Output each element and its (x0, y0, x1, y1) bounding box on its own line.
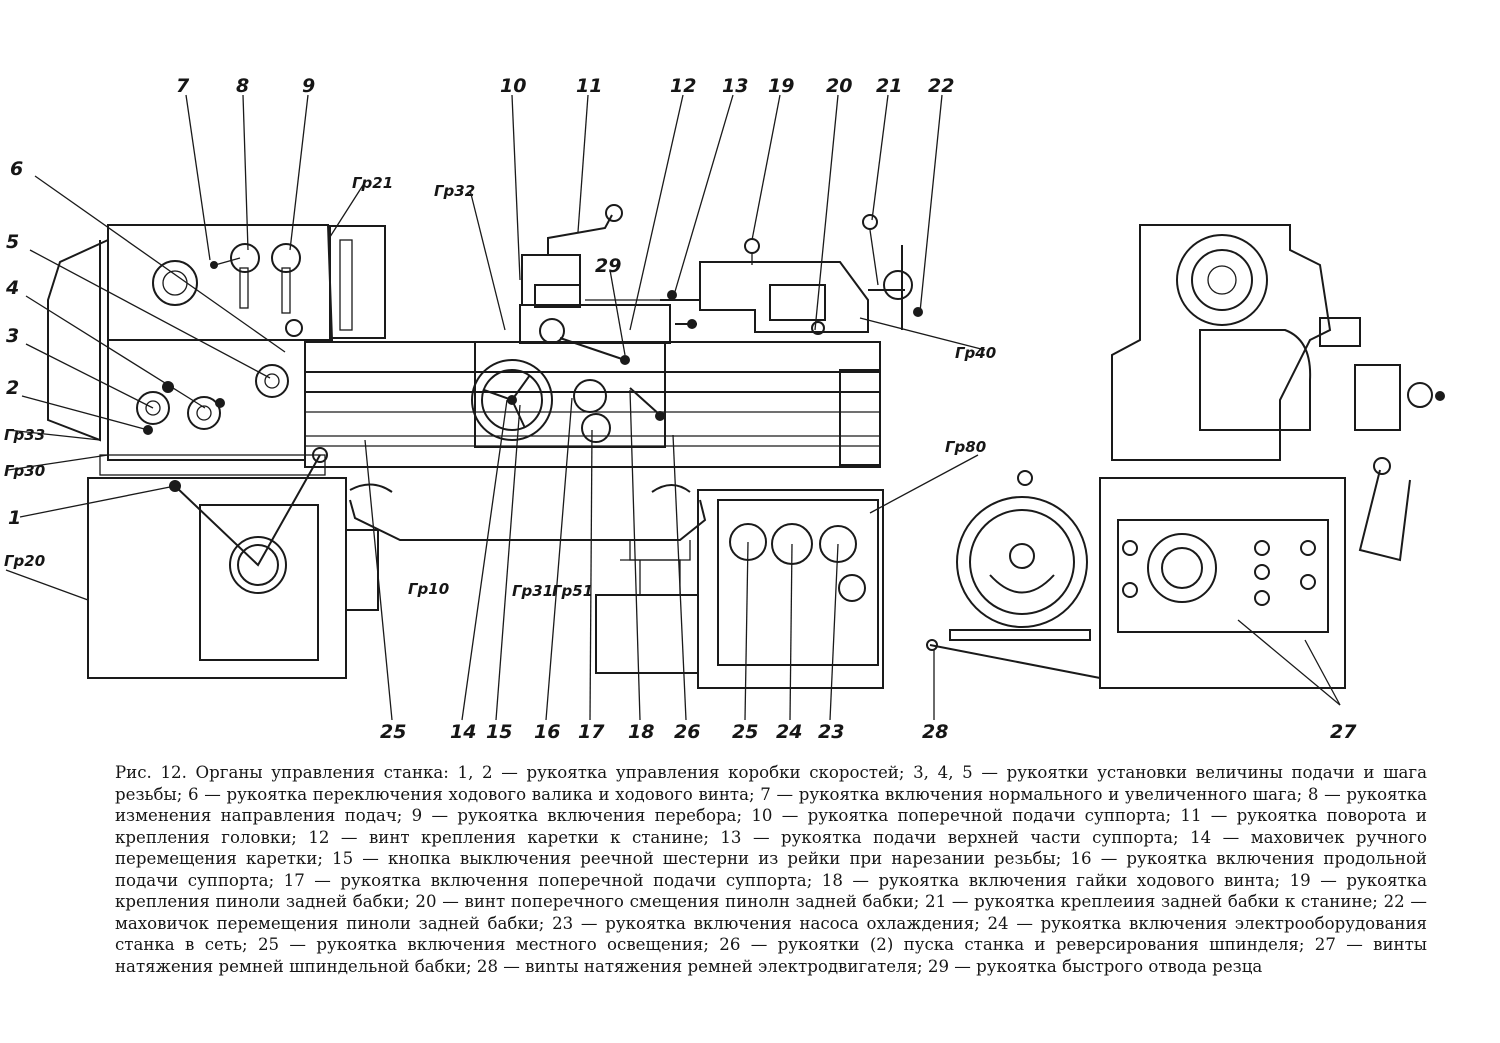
group-gr10: Гр10 (408, 580, 449, 598)
callout-9: 9 (302, 75, 315, 97)
callout-19: 19 (768, 75, 794, 97)
callout-28: 28 (922, 721, 948, 743)
callout-15: 15 (486, 721, 512, 743)
left-pedestal (87, 477, 347, 679)
callout-7: 7 (176, 75, 190, 97)
tailstock (699, 261, 869, 333)
callout-2: 2 (6, 377, 19, 399)
callout-27: 27 (1330, 721, 1357, 743)
callout-26: 26 (674, 721, 700, 743)
callout-12: 12 (670, 75, 696, 97)
group-gr20: Гр20 (4, 552, 45, 570)
callout-25-left: 25 (380, 721, 406, 743)
group-gr80: Гр80 (945, 438, 986, 456)
figure-caption: Рис. 12. Органы управления станка: 1, 2 … (115, 763, 1427, 976)
group-gr30: Гр30 (4, 462, 45, 480)
callout-17: 17 (578, 721, 605, 743)
callout-1: 1 (8, 507, 21, 529)
group-gr51: Гр51 (552, 582, 593, 600)
cross-slide (519, 304, 671, 344)
front-view (5, 94, 986, 721)
callout-18: 18 (628, 721, 654, 743)
carriage-handwheel (471, 359, 553, 441)
callout-22: 22 (928, 75, 954, 97)
speed-dial (229, 536, 287, 594)
group-gr21: Гр21 (352, 174, 393, 192)
chip-pan (349, 499, 707, 541)
pulley-guard (329, 225, 386, 339)
callout-14: 14 (450, 721, 476, 743)
callout-20: 20 (826, 75, 852, 97)
callout-21: 21 (876, 75, 902, 97)
callout-5: 5 (6, 231, 19, 253)
group-gr32: Гр32 (434, 182, 475, 200)
callout-labels: 7 8 9 10 11 12 13 19 20 21 22 6 5 4 3 2 … (5, 75, 1357, 743)
group-gr40: Гр40 (955, 344, 996, 362)
callout-11: 11 (576, 75, 602, 97)
leader-lines-front (5, 94, 986, 721)
headstock-body (107, 224, 334, 341)
callout-6: 6 (10, 158, 23, 180)
callout-8: 8 (236, 75, 249, 97)
callout-3: 3 (6, 325, 19, 347)
motor (956, 496, 1088, 628)
callout-4: 4 (5, 277, 19, 299)
callout-16: 16 (534, 721, 560, 743)
gear-cover-circle (152, 260, 198, 306)
toolpost (521, 254, 581, 306)
callout-25-right: 25 (732, 721, 758, 743)
tailstock-handwheel (883, 270, 913, 300)
side-headstock (1111, 224, 1332, 461)
group-gr33: Гр33 (4, 426, 45, 444)
group-gr31: Гр31 (512, 582, 553, 600)
side-pedestal (1099, 477, 1346, 689)
callout-23: 23 (818, 721, 844, 743)
side-view (926, 224, 1445, 720)
callout-10: 10 (500, 75, 526, 97)
callout-13: 13 (722, 75, 748, 97)
callout-24: 24 (776, 721, 802, 743)
lathe-controls-drawing: 7 8 9 10 11 12 13 19 20 21 22 6 5 4 3 2 … (4, 75, 1445, 743)
callout-29: 29 (595, 255, 621, 277)
group-labels: Гр21 Гр32 Гр40 Гр80 Гр33 Гр30 Гр20 Гр10 … (4, 174, 996, 600)
